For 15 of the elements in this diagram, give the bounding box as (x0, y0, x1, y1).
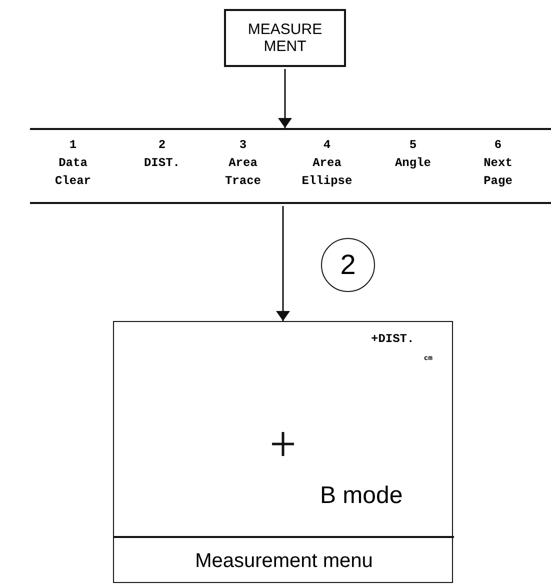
menu-bar (30, 128, 551, 204)
step-number: 2 (321, 238, 375, 292)
screen-panel (113, 321, 453, 583)
menu-item: 3 Area Trace (211, 130, 275, 206)
menu-item: 4 Area Ellipse (295, 130, 359, 206)
arrow (276, 206, 290, 321)
menu-item: 2 DIST. (130, 130, 194, 206)
menu-footer: Measurement menu (114, 536, 454, 584)
menu-item: 5 Angle (381, 130, 445, 206)
arrow (278, 69, 292, 128)
mode-label: B mode (320, 482, 403, 510)
menu-key: MEASURE MENT (224, 9, 346, 67)
menu-item: 6 Next Page (466, 130, 530, 206)
measure-readout: +DIST. (371, 332, 414, 346)
menu-item: 1 Data Clear (41, 130, 105, 206)
